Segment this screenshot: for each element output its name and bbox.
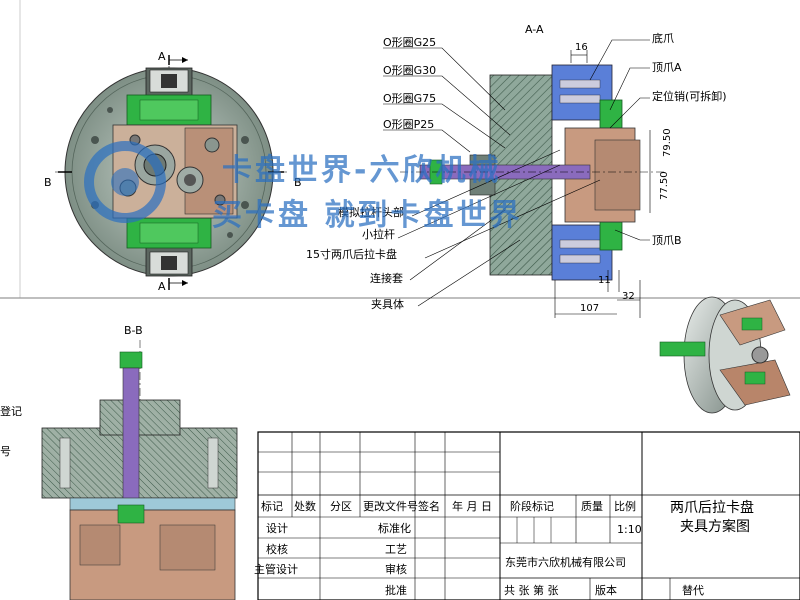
tb-pizhun: 批准 (385, 583, 407, 597)
iso-view (659, 296, 791, 414)
watermark-line-1: 卡盘世界-六欣机械 (222, 153, 501, 188)
mark-a-top: A (158, 50, 166, 63)
side-text-1: 登记 (0, 404, 22, 418)
label-chuck-15in: 15寸两爪后拉卡盘 (306, 247, 397, 261)
label-fixture-body: 夹具体 (371, 297, 404, 311)
label-o-ring-p25: O形圈P25 (383, 118, 434, 131)
label-top-jaw-b: 顶爪B (652, 234, 682, 247)
tb-gongyi: 工艺 (385, 543, 407, 556)
section-aa-title: A-A (525, 23, 544, 36)
part-labels: O形圈G25 O形圈G30 O形圈G75 O形圈P25 模拟拉杆头部 小拉杆 1… (306, 31, 727, 311)
tb-bili: 比例 (614, 499, 636, 513)
tb-qianming: 签名 (418, 499, 440, 513)
tb-gong-zhang: 共 张 第 张 (504, 583, 559, 597)
tb-jieduan: 阶段标记 (510, 499, 554, 513)
dim-107: 107 (580, 303, 599, 314)
label-o-ring-g25: O形圈G25 (383, 36, 436, 49)
label-sim-pull-rod-head: 模拟拉杆头部 (338, 205, 404, 219)
label-connecting-sleeve: 连接套 (370, 272, 403, 285)
front-view (55, 55, 290, 290)
tb-biaozhunhua: 标准化 (378, 521, 411, 535)
tb-zhiliang: 质量 (581, 500, 603, 513)
dim-79-50: 79.50 (662, 128, 673, 157)
dim-77-50: 77.50 (659, 171, 670, 200)
label-locating-pin: 定位销(可拆卸) (652, 89, 727, 103)
label-o-ring-g75: O形圈G75 (383, 92, 436, 105)
left-leaders (383, 39, 650, 307)
mark-a-bottom: A (158, 280, 166, 293)
tb-drawing-title-1: 两爪后拉卡盘 (670, 499, 754, 516)
tb-scale: 1:10 (617, 523, 642, 536)
label-base-jaw: 底爪 (652, 31, 674, 45)
tb-nianyueri: 年 月 日 (452, 499, 492, 513)
mark-b-right: B (294, 176, 302, 189)
label-top-jaw-a: 顶爪A (652, 61, 682, 74)
section-marks: A A B B (44, 50, 302, 293)
tb-zhuguan: 主管设计 (254, 562, 298, 576)
tb-drawing-title-2: 夹具方案图 (680, 518, 750, 535)
section-bb-title: B-B (124, 324, 143, 337)
watermark: 卡盘世界-六欣机械 买卡盘 就到卡盘世界 (84, 141, 522, 233)
dim-32: 32 (622, 291, 635, 302)
section-bb-view: B-B (41, 324, 238, 600)
tb-jiaohe: 校核 (266, 542, 288, 556)
label-o-ring-g30: O形圈G30 (383, 64, 436, 77)
tb-tidai: 替代 (682, 583, 704, 597)
section-aa-view: A-A 16 79.50 77.50 11 (400, 23, 673, 318)
tb-fenqu: 分区 (330, 500, 352, 513)
dim-11: 11 (598, 275, 611, 286)
tb-sheji: 设计 (266, 522, 288, 535)
mark-b-left: B (44, 176, 52, 189)
tb-company: 东莞市六欣机械有限公司 (505, 555, 626, 569)
title-block-text: 标记 处数 分区 更改文件号 签名 年 月 日 设计 标准化 校核 工艺 主管设… (254, 499, 754, 597)
tb-chushu: 处数 (294, 500, 316, 513)
tb-biaoji: 标记 (261, 499, 283, 513)
tb-shenhe: 审核 (385, 562, 407, 576)
watermark-line-2: 买卡盘 就到卡盘世界 (212, 198, 522, 233)
label-small-pull-rod: 小拉杆 (362, 227, 395, 241)
side-text-2: 号 (0, 445, 11, 458)
tb-genggai: 更改文件号 (363, 499, 418, 513)
title-block (257, 431, 800, 600)
dim-16: 16 (575, 42, 588, 53)
tb-banben: 版本 (595, 583, 617, 597)
